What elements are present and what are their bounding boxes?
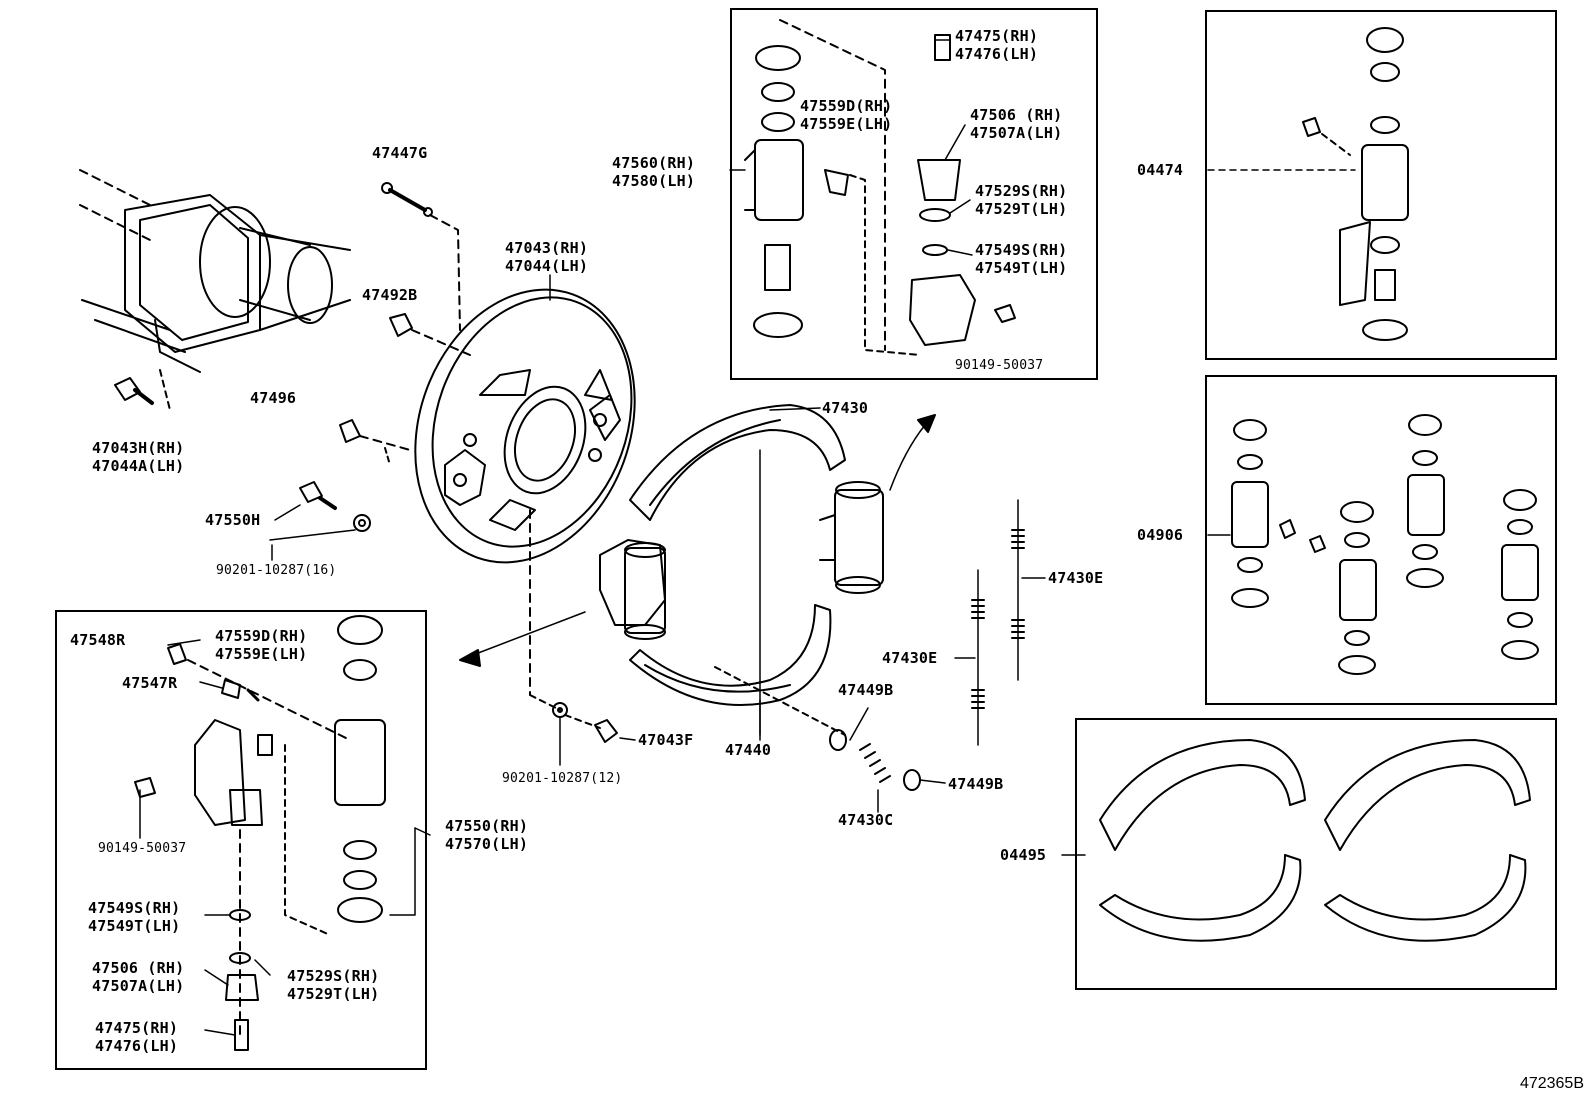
label-04906: 04906	[1137, 526, 1184, 544]
bolt-47550h	[299, 481, 371, 532]
backing-plate	[414, 288, 636, 696]
label-47430: 47430	[822, 399, 869, 417]
label-47043: 47043(RH)	[505, 239, 589, 257]
figure-reference-number: 472365B	[1519, 1075, 1584, 1092]
label-47449b-lower: 47449B	[948, 775, 1004, 793]
inset-box-bottom	[55, 610, 427, 1070]
label-47043h: 47043H(RH)	[92, 439, 185, 457]
label-47549s-bottom: 47549S(RH)	[88, 899, 181, 917]
label-47043f: 47043F	[638, 731, 694, 749]
label-47440: 47440	[725, 741, 772, 759]
nut-47492b	[389, 313, 471, 356]
brake-shoe-lower	[629, 449, 846, 736]
pointer-arrow-left-head	[459, 649, 481, 667]
label-47559e-top: 47559E(LH)	[800, 115, 893, 133]
label-47547r: 47547R	[122, 674, 178, 692]
inset-box-top	[730, 8, 1098, 380]
label-47549t-top: 47549T(LH)	[975, 259, 1068, 277]
axle-housing	[79, 169, 351, 411]
leader-lines	[139, 39, 1356, 1036]
label-47476-top: 47476(LH)	[955, 45, 1039, 63]
label-47570: 47570(LH)	[445, 835, 529, 853]
label-47430e-right: 47430E	[1048, 569, 1104, 587]
label-47449b-upper: 47449B	[838, 681, 894, 699]
label-47507a-bottom: 47507A(LH)	[92, 977, 185, 995]
kit-box-04474	[1205, 10, 1557, 360]
label-04495: 04495	[1000, 846, 1047, 864]
label-47529t-top: 47529T(LH)	[975, 200, 1068, 218]
label-90201-12: 90201-10287(12)	[502, 771, 623, 786]
label-47496: 47496	[250, 389, 297, 407]
label-47475-top: 47475(RH)	[955, 27, 1039, 45]
label-90201-16: 90201-10287(16)	[216, 563, 337, 578]
label-47549s-top: 47549S(RH)	[975, 241, 1068, 259]
label-47529t-bottom: 47529T(LH)	[287, 985, 380, 1003]
label-47550: 47550(RH)	[445, 817, 529, 835]
label-47560: 47560(RH)	[612, 154, 696, 172]
label-47475-bottom: 47475(RH)	[95, 1019, 179, 1037]
label-47430e-left: 47430E	[882, 649, 938, 667]
springs-47430e	[971, 499, 1025, 746]
inset-cylinder-top-parts	[744, 19, 1016, 356]
pin-47447g	[381, 182, 461, 331]
label-47559e-bottom: 47559E(LH)	[215, 645, 308, 663]
grommet-47496	[339, 419, 411, 466]
label-90149-top: 90149-50037	[955, 358, 1044, 373]
inset-cylinder-bottom-parts	[134, 615, 386, 1051]
label-47559d-top: 47559D(RH)	[800, 97, 893, 115]
label-47548r: 47548R	[70, 631, 126, 649]
label-47507a-top: 47507A(LH)	[970, 124, 1063, 142]
wheel-cylinder-center	[599, 539, 666, 640]
brake-shoe-upper	[629, 404, 846, 521]
label-47549t-bottom: 47549T(LH)	[88, 917, 181, 935]
label-47506-top: 47506 (RH)	[970, 106, 1063, 124]
label-47492b: 47492B	[362, 286, 418, 304]
label-47044a: 47044A(LH)	[92, 457, 185, 475]
kit-04474-parts	[1302, 27, 1409, 341]
kit-box-04906	[1205, 375, 1557, 705]
kit-box-04495	[1075, 718, 1557, 990]
pointer-arrow-left	[459, 611, 586, 661]
label-47550h: 47550H	[205, 511, 261, 529]
label-47529s-bottom: 47529S(RH)	[287, 967, 380, 985]
label-47447g: 47447G	[372, 144, 428, 162]
label-90149-bottom: 90149-50037	[98, 841, 187, 856]
nut-47043f	[529, 694, 618, 743]
label-47559d-bottom: 47559D(RH)	[215, 627, 308, 645]
label-47506-bottom: 47506 (RH)	[92, 959, 185, 977]
label-04474: 04474	[1137, 161, 1184, 179]
kit-04906-parts	[1231, 414, 1539, 675]
label-47580: 47580(LH)	[612, 172, 696, 190]
hold-down-parts	[829, 729, 921, 791]
label-47529s-top: 47529S(RH)	[975, 182, 1068, 200]
label-47430c: 47430C	[838, 811, 894, 829]
label-47476-bottom: 47476(LH)	[95, 1037, 179, 1055]
kit-04495-shoes	[1099, 739, 1531, 942]
bolt-47043h	[114, 377, 154, 405]
wheel-cylinder-right	[819, 414, 936, 594]
label-47044: 47044(LH)	[505, 257, 589, 275]
